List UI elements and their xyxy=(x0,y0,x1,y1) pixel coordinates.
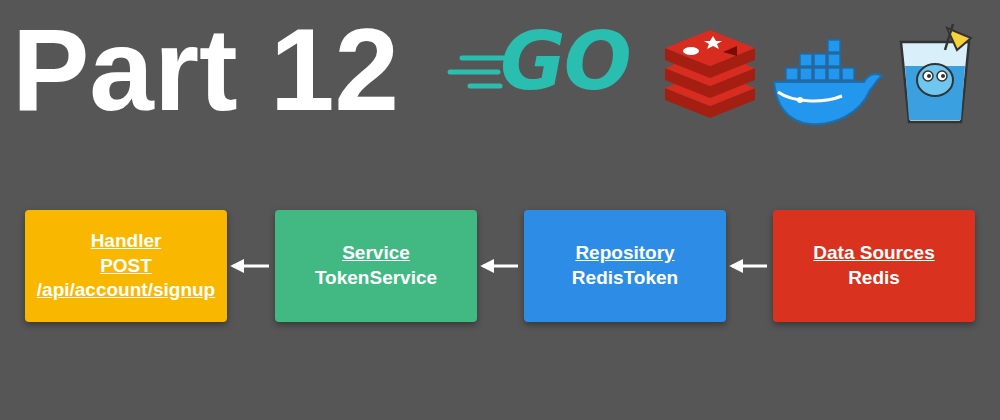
layer-box: HandlerPOST /api/account/signup xyxy=(25,210,227,322)
layer-box: RepositoryRedisToken xyxy=(524,210,726,322)
page-title: Part 12 xyxy=(12,12,399,128)
go-speed-lines xyxy=(450,58,505,86)
box-content: HandlerPOST /api/account/signup xyxy=(25,221,227,311)
box-content: RepositoryRedisToken xyxy=(524,233,726,298)
box-content: Data SourcesRedis xyxy=(773,233,975,298)
flow-arrow xyxy=(732,265,767,268)
box-body: RedisToken xyxy=(534,266,716,291)
layer-box: Data SourcesRedis xyxy=(773,210,975,322)
box-heading: Handler xyxy=(35,229,217,254)
gopher-glass-logo xyxy=(901,24,971,122)
box-body: TokenService xyxy=(285,266,467,291)
docker-logo xyxy=(774,40,882,124)
box-body: POST /api/account/signup xyxy=(35,254,217,303)
box-heading: Data Sources xyxy=(783,241,965,266)
layer-box: ServiceTokenService xyxy=(275,210,477,322)
box-content: ServiceTokenService xyxy=(275,233,477,298)
box-heading: Service xyxy=(285,241,467,266)
flow-arrow xyxy=(483,265,518,268)
box-body: Redis xyxy=(783,266,965,291)
flow-arrow xyxy=(233,265,269,268)
logo-text: GO xyxy=(500,22,630,102)
redis-logo xyxy=(665,30,755,118)
box-heading: Repository xyxy=(534,241,716,266)
